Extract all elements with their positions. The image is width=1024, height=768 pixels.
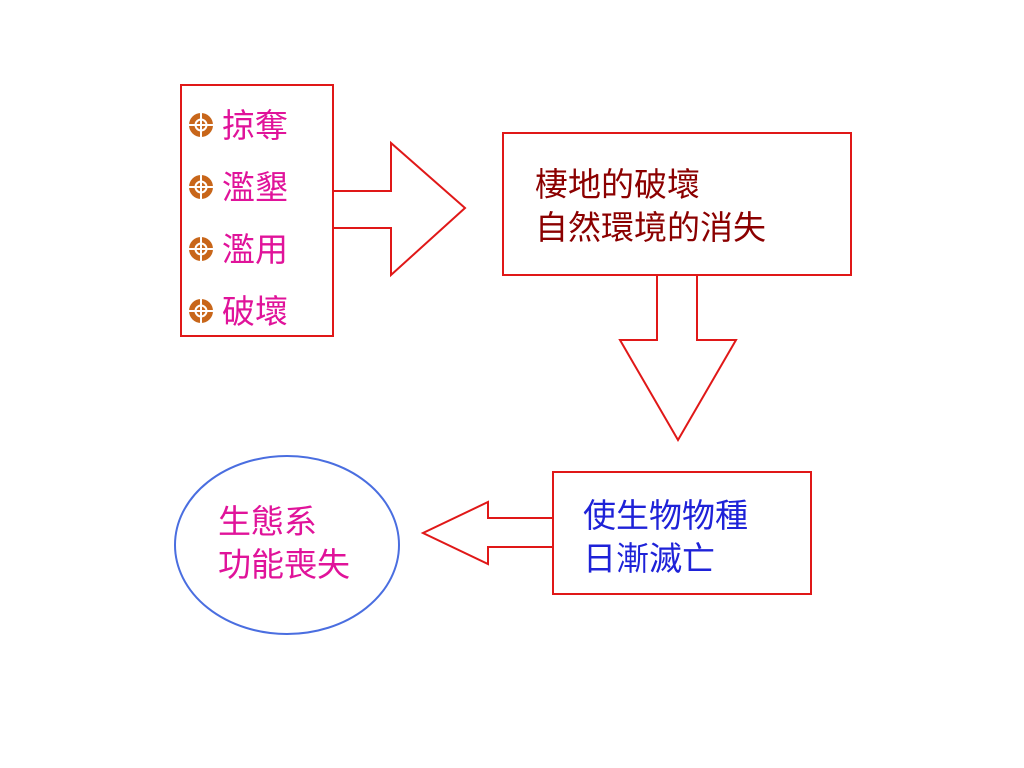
circle-cross-bullet-icon [189,113,213,137]
cause-label: 濫用 [222,229,288,269]
cause-item: 濫用 [188,218,288,280]
ecosystem-line-1: 生態系 [218,502,317,541]
cause-item: 濫墾 [188,156,288,218]
cause-label: 濫墾 [222,167,288,207]
cause-item: 破壞 [188,280,288,342]
cause-label: 破壞 [222,291,288,331]
down-arrow [618,274,738,442]
ecosystem-text: 生態系 功能喪失 [218,500,350,586]
cause-item: 掠奪 [188,94,288,156]
habitat-line-2: 自然環境的消失 [535,208,766,247]
species-line-2: 日漸滅亡 [583,539,715,578]
left-arrow [420,500,554,566]
species-box-text: 使生物物種 日漸滅亡 [583,494,748,580]
cause-label: 掠奪 [222,105,288,145]
habitat-box-text: 棲地的破壞 自然環境的消失 [535,163,766,249]
circle-cross-bullet-icon [189,237,213,261]
right-arrow [332,140,467,278]
ecosystem-ellipse [174,455,400,635]
circle-cross-bullet-icon [189,175,213,199]
species-line-1: 使生物物種 [583,496,748,535]
ecosystem-line-2: 功能喪失 [218,545,350,584]
habitat-line-1: 棲地的破壞 [535,165,700,204]
circle-cross-bullet-icon [189,299,213,323]
causes-list: 掠奪 濫墾 濫用 破壞 [188,94,288,342]
